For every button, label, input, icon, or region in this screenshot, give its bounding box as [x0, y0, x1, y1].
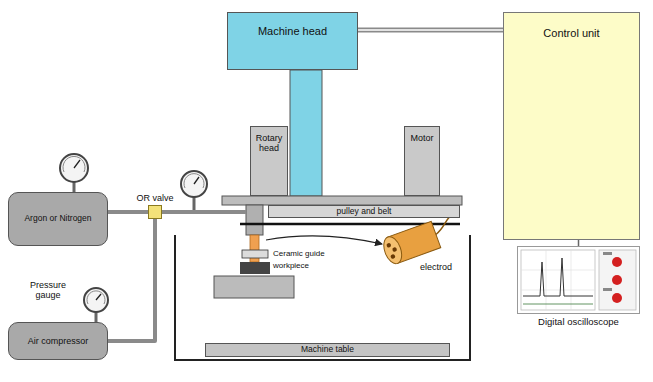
platform-plate	[222, 196, 462, 205]
rotary-head-box: Rotary head	[250, 126, 288, 196]
ceramic-guide	[242, 250, 268, 258]
node-label: Rotary head	[253, 133, 285, 153]
or-valve: OR valve	[148, 205, 162, 219]
part-label: Ceramic guide	[273, 250, 325, 259]
digital-oscilloscope: Digital oscilloscope	[517, 246, 640, 314]
machine-head-box: Machine head	[227, 12, 358, 70]
node-label: Air compressor	[28, 336, 89, 346]
machine-column	[290, 70, 322, 196]
part-label: workpiece	[273, 262, 309, 271]
gas-cylinder: Argon or Nitrogen	[8, 192, 108, 246]
node-label: Digital oscilloscope	[509, 317, 649, 328]
gauge-label: Pressure gauge	[24, 280, 72, 300]
connector-line	[108, 219, 155, 341]
machine-table-bar: Machine table	[205, 343, 450, 357]
workpiece-block	[240, 262, 270, 274]
pressure-gauge	[60, 154, 88, 192]
zoom-arrow	[266, 236, 382, 244]
gas-pipe	[162, 210, 246, 214]
node-label: OR valve	[135, 193, 175, 203]
node-label: pulley and belt	[337, 207, 392, 217]
dielectric-tank	[175, 235, 470, 360]
connector-line	[358, 30, 503, 31]
air-compressor: Air compressor	[8, 322, 108, 360]
control-unit-box: Control unit	[503, 12, 640, 240]
oscilloscope-screen	[521, 250, 636, 310]
node-label: Argon or Nitrogen	[24, 214, 91, 224]
pressure-gauge	[84, 288, 108, 322]
spindle	[246, 205, 263, 235]
node-label: Machine table	[301, 345, 354, 355]
pressure-gauge	[181, 171, 207, 210]
fixture-base	[214, 276, 294, 298]
pulley-belt-bar: pulley and belt	[268, 205, 460, 218]
electrode-closeup	[380, 213, 463, 266]
node-label: Control unit	[543, 27, 599, 39]
part-label: electrod	[420, 262, 452, 272]
node-label: Machine head	[258, 25, 327, 37]
connector-line	[108, 212, 148, 213]
node-label: Motor	[410, 133, 433, 143]
motor-box: Motor	[404, 126, 440, 196]
